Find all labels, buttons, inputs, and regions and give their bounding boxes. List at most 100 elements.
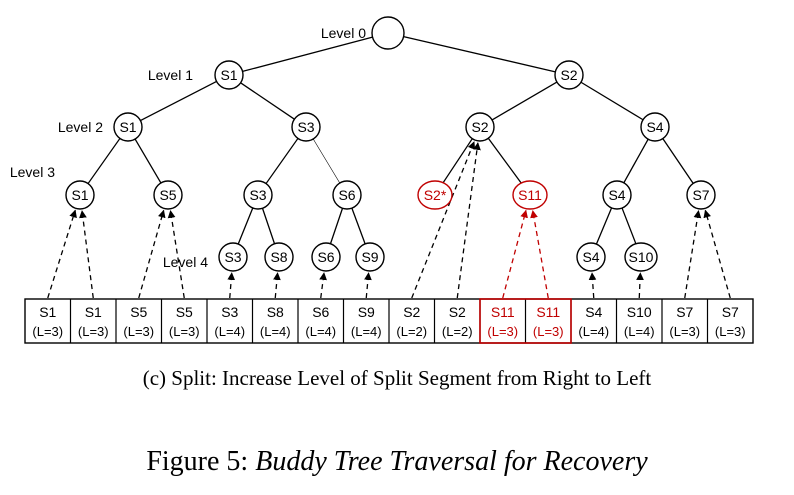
tree-node-circle <box>371 16 405 50</box>
segment-name: S9 <box>358 304 375 320</box>
segment-level: (L=3) <box>169 324 200 339</box>
level1-node: S1 <box>214 60 244 90</box>
segment-level: (L=2) <box>442 324 473 339</box>
tree-edge <box>487 137 523 185</box>
segment-name: S11 <box>536 304 560 320</box>
segment-name: S4 <box>585 304 602 320</box>
tree-edge <box>580 81 644 121</box>
tree-node-label: S5 <box>159 187 176 203</box>
pointer-arrow <box>411 141 476 299</box>
tree-edge <box>312 138 341 184</box>
pointer-arrow <box>364 272 372 299</box>
tree-edge <box>403 35 556 73</box>
pointer-arrow <box>703 209 731 299</box>
tree-node-circle <box>214 60 244 90</box>
tree-node-circle <box>602 180 632 210</box>
level-label: Level 1 <box>148 67 193 83</box>
segment-cell: S11 (L=3) <box>524 299 564 343</box>
segment-cell: S7(L=3) <box>661 299 700 343</box>
tree-node-circle <box>291 112 321 142</box>
level-label: Level 4 <box>163 254 208 270</box>
tree-edge <box>621 207 637 245</box>
segment-level: (L=3) <box>715 324 746 339</box>
tree-edges <box>87 35 694 245</box>
pointer-arrow <box>684 210 702 299</box>
subfigure-caption: (c) Split: Increase Level of Split Segme… <box>142 366 652 390</box>
segment-cell: S7 (L=3) <box>706 299 746 343</box>
segment-cell: S8(L=4) <box>251 299 291 343</box>
figure-caption: Figure 5: Buddy Tree Traversal for Recov… <box>0 446 794 478</box>
segment-level: (L=3) <box>32 324 63 339</box>
pointer-arrow <box>79 210 94 299</box>
level2-node: S3 <box>291 112 321 142</box>
level4-node: S4 <box>576 242 606 272</box>
segment-name: S3 <box>221 304 238 320</box>
segment-cell: S9 (L=4) <box>342 299 382 343</box>
tree-edge <box>595 207 613 245</box>
segment-level: (L=4) <box>260 324 291 339</box>
segment-level: (L=3) <box>78 324 109 339</box>
tree-node-circle <box>243 180 273 210</box>
tree-node-label: S2* <box>424 187 447 203</box>
segment-name: S1 <box>39 304 56 320</box>
tree-edge <box>491 81 558 121</box>
segment-cell: S4(L=4) <box>570 299 609 343</box>
tree-node-label: S4 <box>608 187 625 203</box>
tree-edge <box>261 208 276 244</box>
tree-node-circle <box>218 242 248 272</box>
segment-level: (L=3) <box>533 324 564 339</box>
tree-node-circle <box>65 180 95 210</box>
segment-name: S5 <box>176 304 193 320</box>
segment-cell: S3(L=4) <box>206 299 245 343</box>
pointer-arrow <box>456 142 481 299</box>
segment-cell: S1 (L=3) <box>69 299 109 343</box>
segment-level: (L=3) <box>123 324 154 339</box>
segment-level: (L=4) <box>624 324 655 339</box>
segment-name: S7 <box>676 304 693 320</box>
segment-name: S1 <box>85 304 102 320</box>
tree-node-label: S1 <box>71 187 88 203</box>
tree-node-label: S7 <box>692 187 709 203</box>
tree-node-label: S2 <box>471 119 488 135</box>
figure-title: Buddy Tree Traversal for Recovery <box>255 446 648 477</box>
tree-node-label: S3 <box>297 119 314 135</box>
highlight-box <box>479 298 572 344</box>
level3-node: S2* <box>417 180 453 210</box>
level4-node: S8 <box>264 242 294 272</box>
tree-edge <box>240 82 295 120</box>
tree-node-label: S3 <box>249 187 266 203</box>
tree-node-circle <box>264 242 294 272</box>
tree-node-circle <box>417 180 453 210</box>
level3-node: S3 <box>243 180 273 210</box>
tree-edge <box>140 80 217 122</box>
tree-edge <box>87 138 121 184</box>
tree-node-label: S10 <box>629 249 654 265</box>
pointer-arrow <box>319 272 327 299</box>
pointer-arrow <box>636 272 644 299</box>
figure-label: Figure 5: <box>146 446 256 477</box>
segment-cell: S2(L=2) <box>433 299 473 343</box>
segment-cell: S11(L=3) <box>479 299 518 343</box>
pointer-arrow <box>138 209 166 299</box>
tree-node-circle <box>686 180 716 210</box>
tree-edge <box>237 207 254 245</box>
tree-node-circle <box>576 242 606 272</box>
tree-edge <box>242 36 373 73</box>
level4-node: S3 <box>218 242 248 272</box>
segment-level: (L=4) <box>351 324 382 339</box>
tree-node-circle <box>113 112 143 142</box>
segment-cell: S5 (L=3) <box>160 299 200 343</box>
tree-node-label: S8 <box>270 249 287 265</box>
tree-node-label: S2 <box>560 67 577 83</box>
segment-level: (L=2) <box>396 324 427 339</box>
segment-name: S7 <box>722 304 739 320</box>
tree-node-circle <box>465 112 495 142</box>
level4-node: S10 <box>624 242 658 272</box>
tree-edge <box>329 208 344 244</box>
tree-node-circle <box>355 242 385 272</box>
level4-node: S9 <box>355 242 385 272</box>
tree-node-circle <box>153 180 183 210</box>
